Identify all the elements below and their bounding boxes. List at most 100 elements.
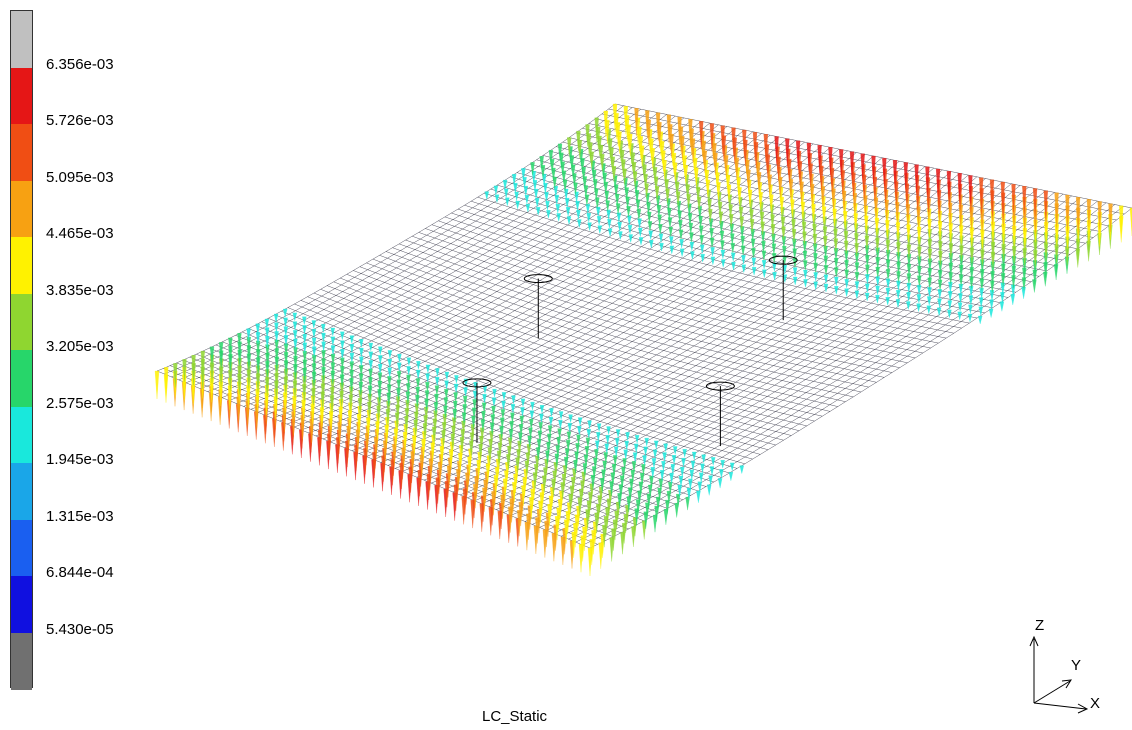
legend-value-label: 5.726e-03 <box>46 112 114 129</box>
displacement-arrow <box>823 283 829 293</box>
displacement-arrow <box>689 469 694 480</box>
displacement-arrow <box>699 121 704 150</box>
displacement-arrow <box>692 451 697 460</box>
displacement-arrow <box>651 458 657 469</box>
displacement-arrow <box>596 216 602 226</box>
displacement-arrow <box>687 213 693 226</box>
displacement-arrow <box>1075 197 1081 226</box>
mesh-line <box>229 121 702 401</box>
displacement-arrow <box>860 153 865 182</box>
displacement-arrow <box>731 261 736 271</box>
displacement-arrow <box>518 432 523 445</box>
displacement-arrow <box>595 440 600 451</box>
displacement-arrow <box>491 397 497 407</box>
displacement-arrow <box>772 262 777 272</box>
legend-band <box>11 463 32 520</box>
displacement-arrow <box>471 407 477 419</box>
displacement-arrow <box>397 353 402 363</box>
displacement-arrow <box>697 481 702 493</box>
displacement-arrow <box>415 378 421 389</box>
displacement-arrow <box>968 175 973 204</box>
displacement-arrow <box>622 458 627 470</box>
displacement-arrow <box>669 472 674 484</box>
mesh-line <box>490 188 985 314</box>
mesh-line <box>529 163 1032 282</box>
displacement-arrow <box>576 130 581 152</box>
displacement-arrow <box>654 440 659 449</box>
displacement-arrow <box>378 346 383 355</box>
mesh-line <box>556 146 1063 261</box>
displacement-arrow <box>512 174 517 186</box>
displacement-arrow <box>690 460 696 470</box>
displacement-arrow <box>607 219 612 229</box>
displacement-arrow <box>501 392 507 401</box>
displacement-arrow <box>311 320 316 329</box>
displacement-arrow <box>710 256 716 265</box>
displacement-arrow <box>510 404 516 414</box>
displacement-arrow <box>237 333 242 347</box>
displacement-arrow <box>173 363 178 388</box>
displacement-arrow <box>882 158 887 187</box>
axis-y-label: Y <box>1071 657 1082 674</box>
support-stud <box>462 378 492 443</box>
displacement-arrow <box>501 400 506 410</box>
displacement-arrow <box>638 227 643 237</box>
displacement-arrow <box>793 276 798 286</box>
displacement-arrow <box>528 427 533 439</box>
displacement-arrow <box>1054 192 1059 221</box>
displacement-arrow <box>359 347 364 357</box>
displacement-arrow <box>425 381 430 392</box>
displacement-arrow <box>979 177 984 206</box>
displacement-arrow <box>509 420 514 432</box>
displacement-arrow <box>708 218 714 231</box>
displacement-arrow <box>686 487 692 500</box>
displacement-arrow <box>536 207 541 216</box>
displacement-arrow <box>700 254 705 263</box>
mesh-line <box>281 310 738 469</box>
displacement-arrow <box>708 475 713 486</box>
displacement-arrow <box>538 422 543 433</box>
displacement-arrow <box>660 470 665 481</box>
legend-band <box>11 237 32 294</box>
displacement-arrow <box>632 452 638 463</box>
legend-band <box>11 293 32 351</box>
displacement-arrow <box>689 241 695 251</box>
displacement-arrow <box>643 446 648 456</box>
mesh-line <box>163 368 598 545</box>
mesh-line <box>405 239 885 378</box>
mesh-line <box>366 262 838 407</box>
mesh-line <box>412 235 893 373</box>
displacement-arrow <box>645 502 650 519</box>
displacement-arrow <box>529 418 534 429</box>
displacement-arrow <box>926 305 931 314</box>
displacement-arrow <box>607 228 613 237</box>
mesh-line <box>340 277 807 427</box>
displacement-arrow <box>615 501 621 520</box>
displacement-arrow <box>520 407 525 417</box>
displacement-arrow <box>652 449 658 459</box>
displacement-arrow <box>1065 194 1070 224</box>
displacement-arrow <box>649 475 654 488</box>
displacement-arrow <box>761 250 767 261</box>
displacement-arrow <box>634 508 639 526</box>
displacement-arrows <box>154 103 1132 577</box>
displacement-arrow <box>989 179 995 208</box>
displacement-arrow <box>526 444 532 458</box>
displacement-arrow <box>906 292 911 302</box>
displacement-arrow <box>615 203 621 215</box>
displacement-arrow <box>482 394 487 404</box>
displacement-arrow <box>647 221 653 232</box>
legend-value-label: 3.835e-03 <box>46 281 114 299</box>
legend-value-label: 1.945e-03 <box>46 451 114 468</box>
displacement-arrow <box>661 461 666 472</box>
displacement-arrow <box>731 252 736 262</box>
displacement-arrow <box>594 449 599 461</box>
displacement-arrow <box>494 194 500 203</box>
displacement-arrow <box>618 484 624 499</box>
legend-value-label: 3.205e-03 <box>46 338 114 355</box>
displacement-arrow <box>640 472 645 485</box>
displacement-arrow <box>1119 205 1124 234</box>
displacement-arrow <box>634 108 639 137</box>
mesh-line <box>418 232 900 368</box>
